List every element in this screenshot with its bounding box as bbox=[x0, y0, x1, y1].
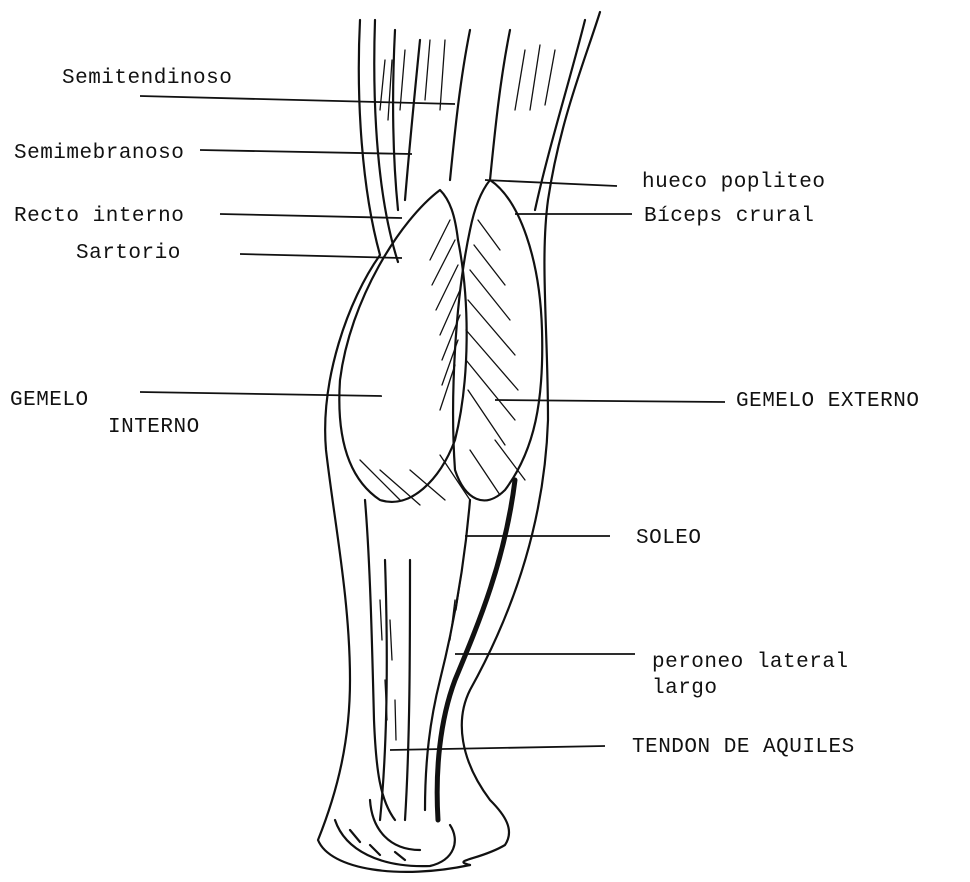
label-hueco-popliteo: hueco popliteo bbox=[642, 172, 825, 193]
leader-tendon bbox=[390, 746, 605, 750]
leader-gemelo-externo bbox=[495, 400, 725, 402]
label-gemelo-interno-line1: GEMELO bbox=[10, 390, 89, 411]
label-semimembranoso: Semimebranoso bbox=[14, 143, 184, 164]
label-peroneo-line1: peroneo lateral bbox=[652, 652, 849, 673]
hatch-gemelo-ext bbox=[466, 220, 518, 445]
hatch-leg bbox=[380, 570, 462, 740]
label-tendon-aquiles: TENDON DE AQUILES bbox=[632, 737, 855, 758]
leader-recto-interno bbox=[220, 214, 402, 218]
label-peroneo-line2: largo bbox=[652, 678, 718, 699]
leg-outline-inner-lat bbox=[535, 20, 585, 210]
popliteal-line-4 bbox=[393, 30, 398, 210]
popliteal-line-2 bbox=[490, 30, 510, 180]
leader-semimembranoso bbox=[200, 150, 412, 154]
label-gemelo-externo: GEMELO EXTERNO bbox=[736, 391, 919, 412]
hatch-gemelo-int bbox=[430, 220, 460, 410]
popliteal-line-3 bbox=[405, 40, 420, 200]
peroneo-line bbox=[437, 480, 515, 820]
hatch-thigh bbox=[380, 40, 555, 120]
popliteal-line-1 bbox=[450, 30, 470, 180]
heel-inner bbox=[370, 800, 420, 850]
label-soleo: SOLEO bbox=[636, 528, 702, 549]
leader-semitendinoso bbox=[140, 96, 455, 104]
label-gemelo-interno-line2: INTERNO bbox=[108, 417, 200, 438]
leader-sartorio bbox=[240, 254, 402, 258]
label-recto-interno: Recto interno bbox=[14, 206, 184, 227]
label-semitendinoso: Semitendinoso bbox=[62, 68, 232, 89]
label-sartorio: Sartorio bbox=[76, 243, 181, 264]
achilles-2 bbox=[405, 560, 410, 820]
hatch-lower bbox=[360, 440, 525, 505]
soleo-shape bbox=[365, 500, 395, 820]
leader-gemelo-interno bbox=[140, 392, 382, 396]
label-biceps-crural: Bíceps crural bbox=[644, 206, 814, 227]
